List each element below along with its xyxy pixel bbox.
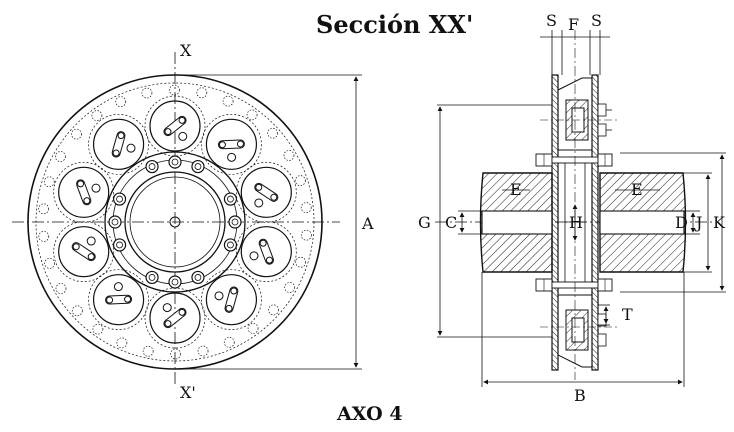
- peripheral-hole: [55, 151, 66, 162]
- axis-label-x-prime: X': [180, 383, 196, 402]
- hub-bore: [129, 176, 221, 268]
- peripheral-hole: [71, 128, 82, 140]
- bottom-elastic-block: [557, 294, 593, 368]
- dim-label-S-left: S: [546, 11, 557, 30]
- peripheral-hole: [223, 336, 235, 348]
- hub-bolt: [223, 238, 238, 252]
- peripheral-hole: [197, 345, 209, 357]
- section-bolt: [535, 153, 613, 167]
- hub-bolt: [168, 275, 182, 289]
- hub-bolts: [108, 155, 242, 289]
- hub-bolt: [145, 159, 159, 174]
- elastic-pocket: [53, 221, 115, 283]
- hub-bolt: [191, 270, 205, 285]
- hub-bolt: [191, 159, 205, 174]
- peripheral-hole: [92, 323, 104, 335]
- peripheral-hole: [44, 258, 56, 269]
- axis-label-x: X: [180, 41, 192, 60]
- peripheral-hole: [300, 229, 312, 241]
- peripheral-hole: [38, 231, 50, 242]
- dim-label-G: G: [418, 213, 431, 232]
- right-flange-disc: [591, 74, 599, 371]
- peripheral-hole: [295, 256, 307, 268]
- section-dimensions: [437, 30, 726, 387]
- peripheral-hole: [283, 150, 295, 161]
- left-flange-disc: [551, 74, 559, 371]
- dim-label-H: H: [569, 213, 583, 232]
- section-title: Sección XX': [316, 10, 474, 39]
- elastic-pocket: [53, 161, 115, 223]
- peripheral-hole: [43, 176, 55, 188]
- elastic-pocket: [144, 287, 206, 349]
- hub-bolt: [223, 192, 238, 206]
- section-bolt: [535, 278, 613, 292]
- dim-label-B: B: [574, 386, 586, 405]
- dim-label-J: J: [694, 213, 702, 232]
- outer-disc: [27, 74, 323, 370]
- dim-label-E-left: E: [510, 180, 522, 199]
- right-bore: [599, 210, 685, 235]
- elastic-pocket: [144, 95, 206, 157]
- peripheral-hole: [115, 96, 127, 108]
- dim-label-E-right: E: [631, 180, 643, 199]
- dim-label-D: D: [675, 213, 688, 232]
- peripheral-hole: [268, 304, 279, 316]
- hub-bolt: [145, 270, 159, 285]
- peripheral-hole: [294, 175, 306, 186]
- inner-disc-edge: [35, 82, 315, 362]
- elastic-pocket: [201, 113, 262, 175]
- peripheral-hole: [142, 345, 154, 357]
- elastic-pocket: [88, 269, 149, 331]
- peripheral-hole: [55, 283, 67, 294]
- hub-flange-outer: [104, 151, 246, 293]
- elastic-pockets: [53, 95, 297, 349]
- peripheral-holes: [38, 84, 312, 360]
- left-bore: [481, 210, 553, 235]
- elastic-pocket: [235, 221, 297, 283]
- peripheral-hole: [267, 127, 279, 139]
- peripheral-hole: [284, 282, 295, 293]
- section-view: [435, 30, 715, 380]
- dim-label-A: A: [361, 214, 374, 233]
- elastic-pocket: [88, 113, 149, 175]
- peripheral-hole: [246, 109, 258, 121]
- peripheral-hole: [170, 348, 181, 360]
- elastic-pocket: [201, 269, 262, 331]
- peripheral-hole: [141, 87, 153, 99]
- dim-label-K: K: [713, 213, 726, 232]
- model-label: AXO 4: [337, 403, 403, 425]
- hub-bore-outer: [124, 171, 226, 273]
- hub-bolt: [112, 238, 127, 252]
- peripheral-hole: [38, 203, 50, 215]
- peripheral-hole: [196, 87, 208, 99]
- hub-bolt: [228, 215, 242, 229]
- peripheral-hole: [91, 110, 103, 121]
- dim-label-S-right: S: [591, 11, 602, 30]
- peripheral-hole: [247, 323, 259, 334]
- dim-label-T: T: [622, 305, 633, 324]
- dimension-A: [178, 74, 362, 370]
- peripheral-hole: [71, 305, 83, 317]
- dim-label-C: C: [445, 213, 457, 232]
- dim-label-F: F: [568, 15, 579, 34]
- peripheral-hole: [222, 95, 234, 107]
- top-elastic-block: [557, 77, 593, 151]
- peripheral-hole: [169, 84, 180, 96]
- peripheral-hole: [116, 337, 128, 349]
- hub-bolt: [112, 192, 127, 206]
- center-hole: [169, 216, 181, 228]
- peripheral-hole: [300, 202, 312, 213]
- hub-bolt: [108, 215, 122, 229]
- front-view: [12, 52, 340, 385]
- elastic-pocket: [235, 161, 297, 223]
- hub-bolt: [168, 155, 182, 169]
